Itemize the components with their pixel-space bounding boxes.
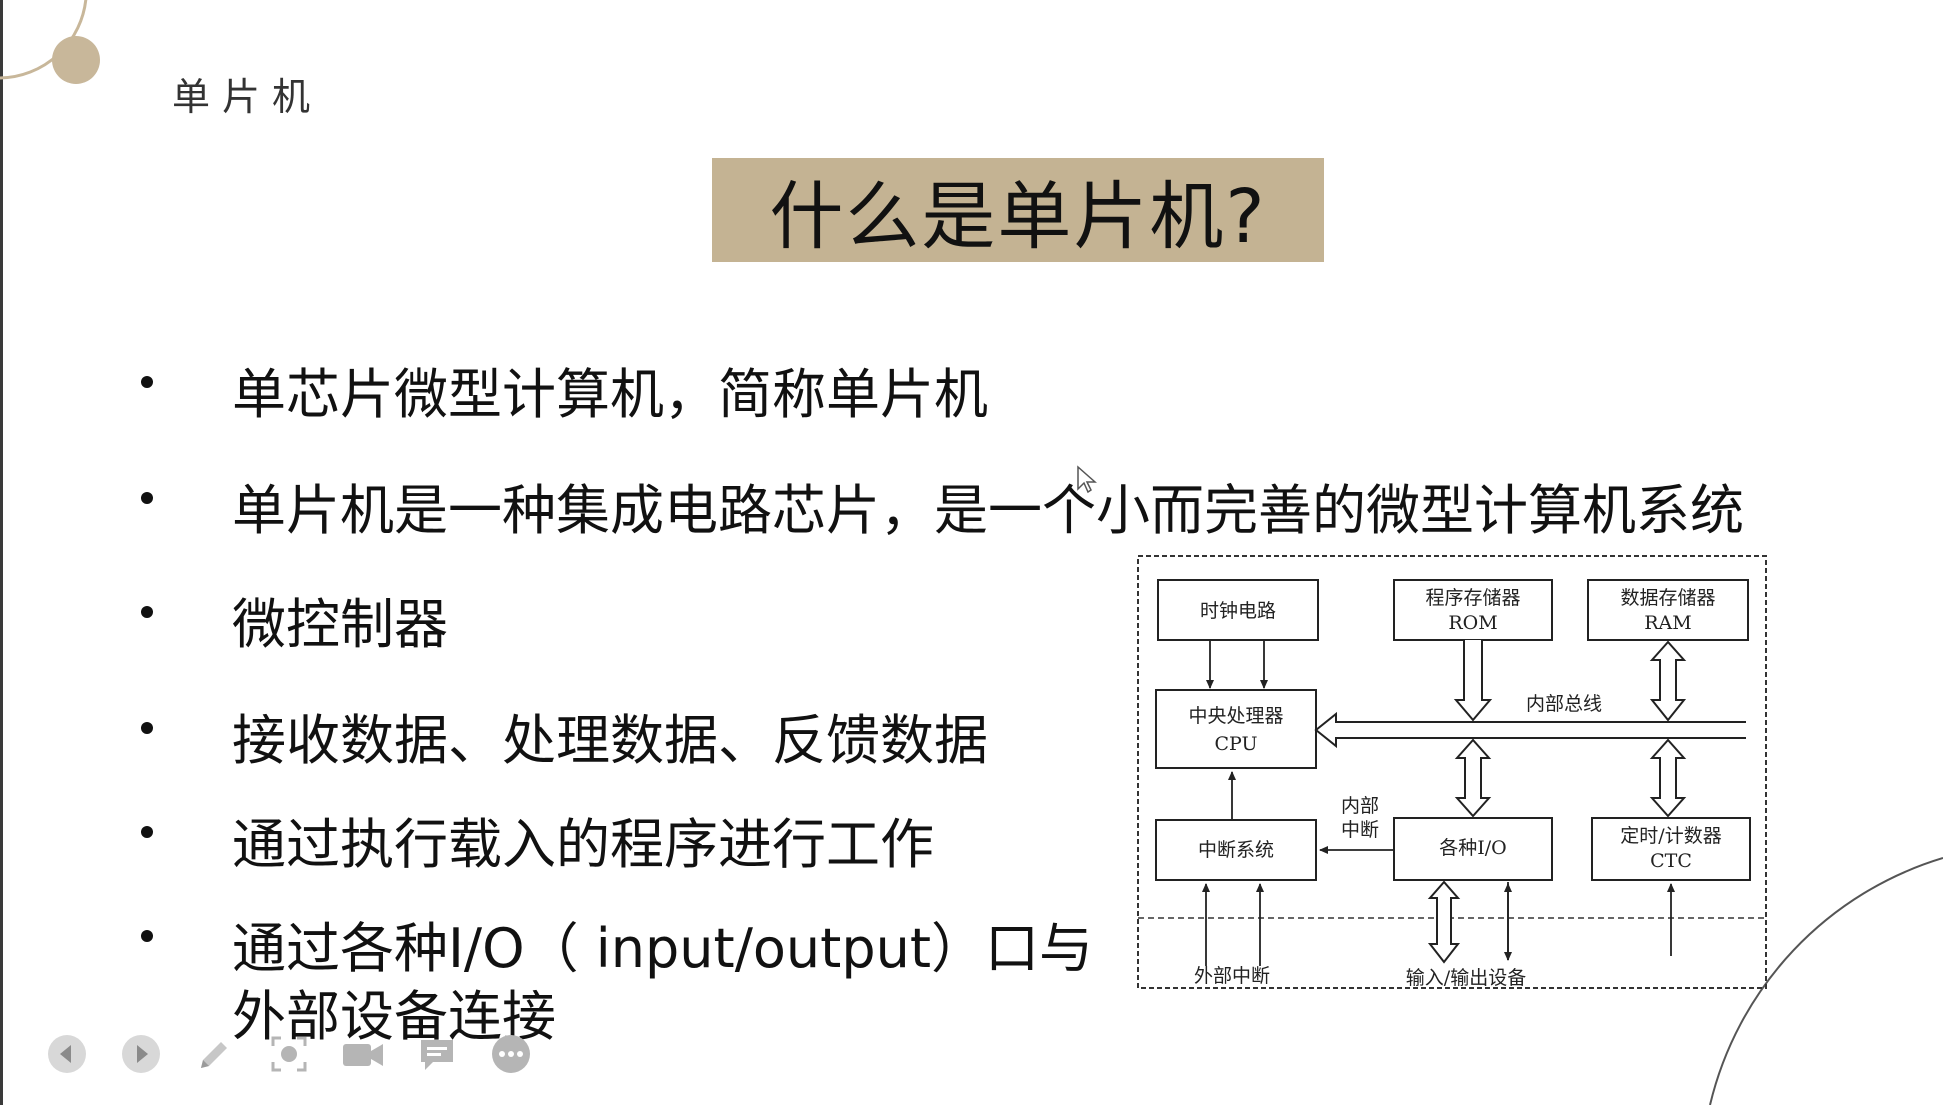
internal-irq-label-2: 中断 — [1341, 819, 1379, 841]
bullet-dot — [141, 492, 153, 504]
ram-bus-arrow — [1649, 640, 1687, 722]
bullet-dot — [141, 606, 153, 618]
window-left-edge — [0, 0, 3, 1105]
rom-label-1: 程序存储器 — [1425, 587, 1520, 609]
timer-label-2: CTC — [1650, 850, 1692, 872]
pen-button[interactable] — [190, 1032, 240, 1076]
bullet-dot — [141, 722, 153, 734]
mouse-cursor — [1077, 465, 1097, 494]
comment-button[interactable] — [412, 1032, 462, 1076]
bullet-item: 通过执行载入的程序进行工作 — [232, 813, 934, 876]
rom-bus-arrow — [1453, 640, 1493, 722]
title-box: 什么是单片机? — [712, 158, 1324, 262]
more-icon — [492, 1035, 530, 1073]
comment-icon — [421, 1040, 453, 1070]
timer-label-1: 定时/计数器 — [1620, 825, 1721, 847]
screenshot-button[interactable] — [264, 1032, 314, 1076]
cpu-label-2: CPU — [1214, 733, 1257, 755]
next-icon — [122, 1035, 160, 1073]
prev-icon — [48, 1035, 86, 1073]
io-bus-arrow — [1454, 738, 1492, 818]
clock-label: 时钟电路 — [1200, 600, 1276, 622]
cpu-block — [1155, 689, 1317, 769]
more-button[interactable] — [486, 1032, 536, 1076]
next-button[interactable] — [116, 1032, 166, 1076]
bullet-item: 微控制器 — [232, 593, 448, 656]
section-label: 单片机 — [172, 75, 323, 119]
io-block — [1393, 817, 1553, 881]
bullet-item: 接收数据、处理数据、反馈数据 — [232, 709, 988, 772]
bus-label: 内部总线 — [1526, 693, 1602, 715]
bullet-item: 通过各种I/O（ input/output）口与 — [232, 917, 1093, 980]
bullet-item: 单芯片微型计算机，简称单片机 — [232, 363, 988, 426]
corner-arc — [0, 0, 88, 80]
rom-label-2: ROM — [1448, 612, 1497, 634]
io-device-arrow — [1427, 880, 1461, 964]
accent-circle — [52, 36, 100, 84]
bullet-dot — [141, 930, 153, 942]
io-label: 各种I/O — [1439, 837, 1506, 859]
mcu-block-diagram: 时钟电路 程序存储器 ROM 数据存储器 RAM 中央处理器 CPU 中断系统 … — [1137, 555, 1767, 989]
internal-bus — [1314, 711, 1746, 749]
io-devices-label: 输入/输出设备 — [1406, 967, 1526, 989]
bullet-dot — [141, 376, 153, 388]
external-irq-label: 外部中断 — [1194, 965, 1270, 987]
slideshow-toolbar — [42, 1032, 536, 1076]
interrupt-block — [1155, 819, 1317, 881]
page-title: 什么是单片机? — [769, 173, 1267, 260]
internal-irq-label-1: 内部 — [1341, 795, 1379, 817]
chip-boundary — [1137, 555, 1767, 989]
ram-label-1: 数据存储器 — [1620, 587, 1715, 609]
cpu-label-1: 中央处理器 — [1188, 705, 1283, 727]
timer-block — [1591, 817, 1751, 881]
clock-block — [1157, 579, 1319, 641]
prev-button[interactable] — [42, 1032, 92, 1076]
interrupt-label: 中断系统 — [1198, 839, 1274, 861]
screenshot-icon — [271, 1036, 307, 1072]
ram-block — [1587, 579, 1749, 641]
camera-icon — [343, 1044, 383, 1066]
bullet-dot — [141, 826, 153, 838]
bullet-item: 单片机是一种集成电路芯片，是一个小而完善的微型计算机系统 — [232, 479, 1744, 542]
pen-icon — [201, 1042, 227, 1068]
timer-bus-arrow — [1649, 738, 1687, 818]
ram-label-2: RAM — [1644, 612, 1691, 634]
camera-button[interactable] — [338, 1032, 388, 1076]
